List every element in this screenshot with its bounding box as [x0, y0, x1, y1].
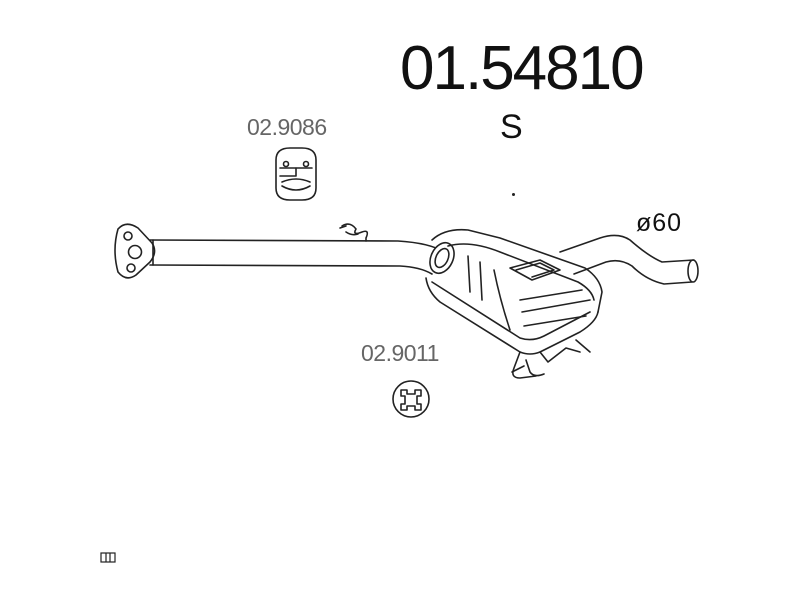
front-pipe [149, 223, 445, 275]
scale-marker-icon [100, 552, 116, 563]
rubber-hanger-icon [275, 147, 317, 201]
reference-dot [512, 193, 515, 196]
pipe-diameter-label: ø60 [636, 209, 683, 237]
variant-code: S [500, 108, 523, 146]
accessory-code-hanger: 02.9086 [247, 114, 327, 140]
accessory-code-mount: 02.9011 [361, 340, 439, 366]
pipe-flange [114, 223, 156, 279]
muffler-body [425, 228, 699, 379]
part-number: 01.54810 [400, 34, 645, 103]
rubber-mount-icon [392, 380, 430, 418]
